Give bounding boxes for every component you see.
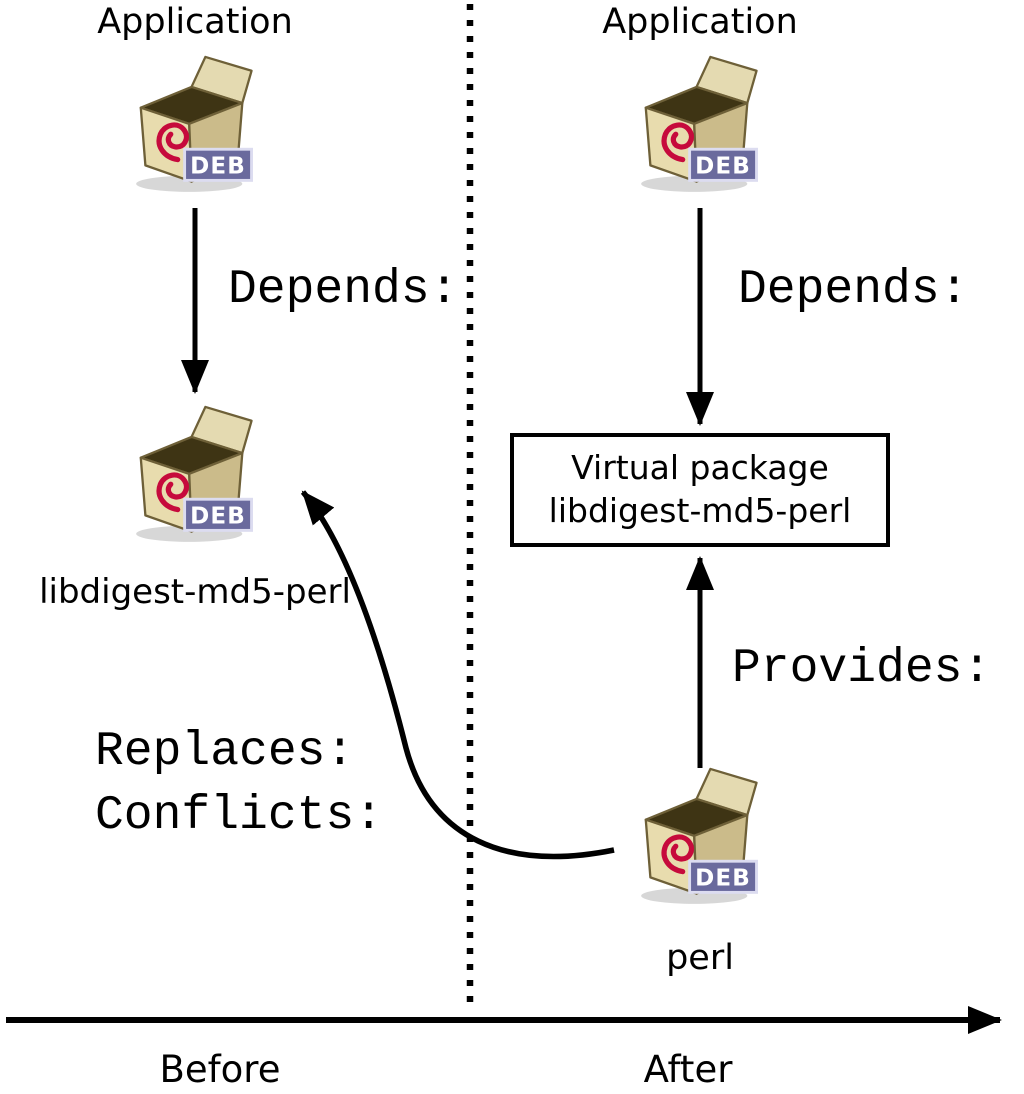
after-application-package-icon: [641, 57, 756, 192]
after-axis-label: After: [643, 1048, 733, 1091]
after-depends-label: Depends:: [738, 263, 969, 317]
before-application-label: Application: [97, 2, 293, 42]
virtual-package-line1: Virtual package: [571, 448, 829, 488]
virtual-package-box: Virtual package libdigest-md5-perl: [510, 433, 890, 547]
replaces-label: Replaces:: [95, 725, 355, 779]
before-depends-label: Depends:: [228, 263, 459, 317]
perl-package-label: perl: [666, 938, 734, 978]
provides-label: Provides:: [732, 642, 992, 696]
conflicts-label: Conflicts:: [95, 789, 384, 843]
before-application-package-icon: [136, 57, 251, 192]
before-package-label: libdigest-md5-perl: [39, 572, 351, 612]
before-axis-label: Before: [159, 1048, 281, 1091]
before-libdigest-package-icon: [136, 407, 251, 542]
after-application-label: Application: [602, 2, 798, 42]
virtual-package-line2: libdigest-md5-perl: [548, 491, 852, 530]
perl-package-icon: [641, 769, 756, 904]
replaces-conflicts-arrow: [300, 490, 615, 860]
